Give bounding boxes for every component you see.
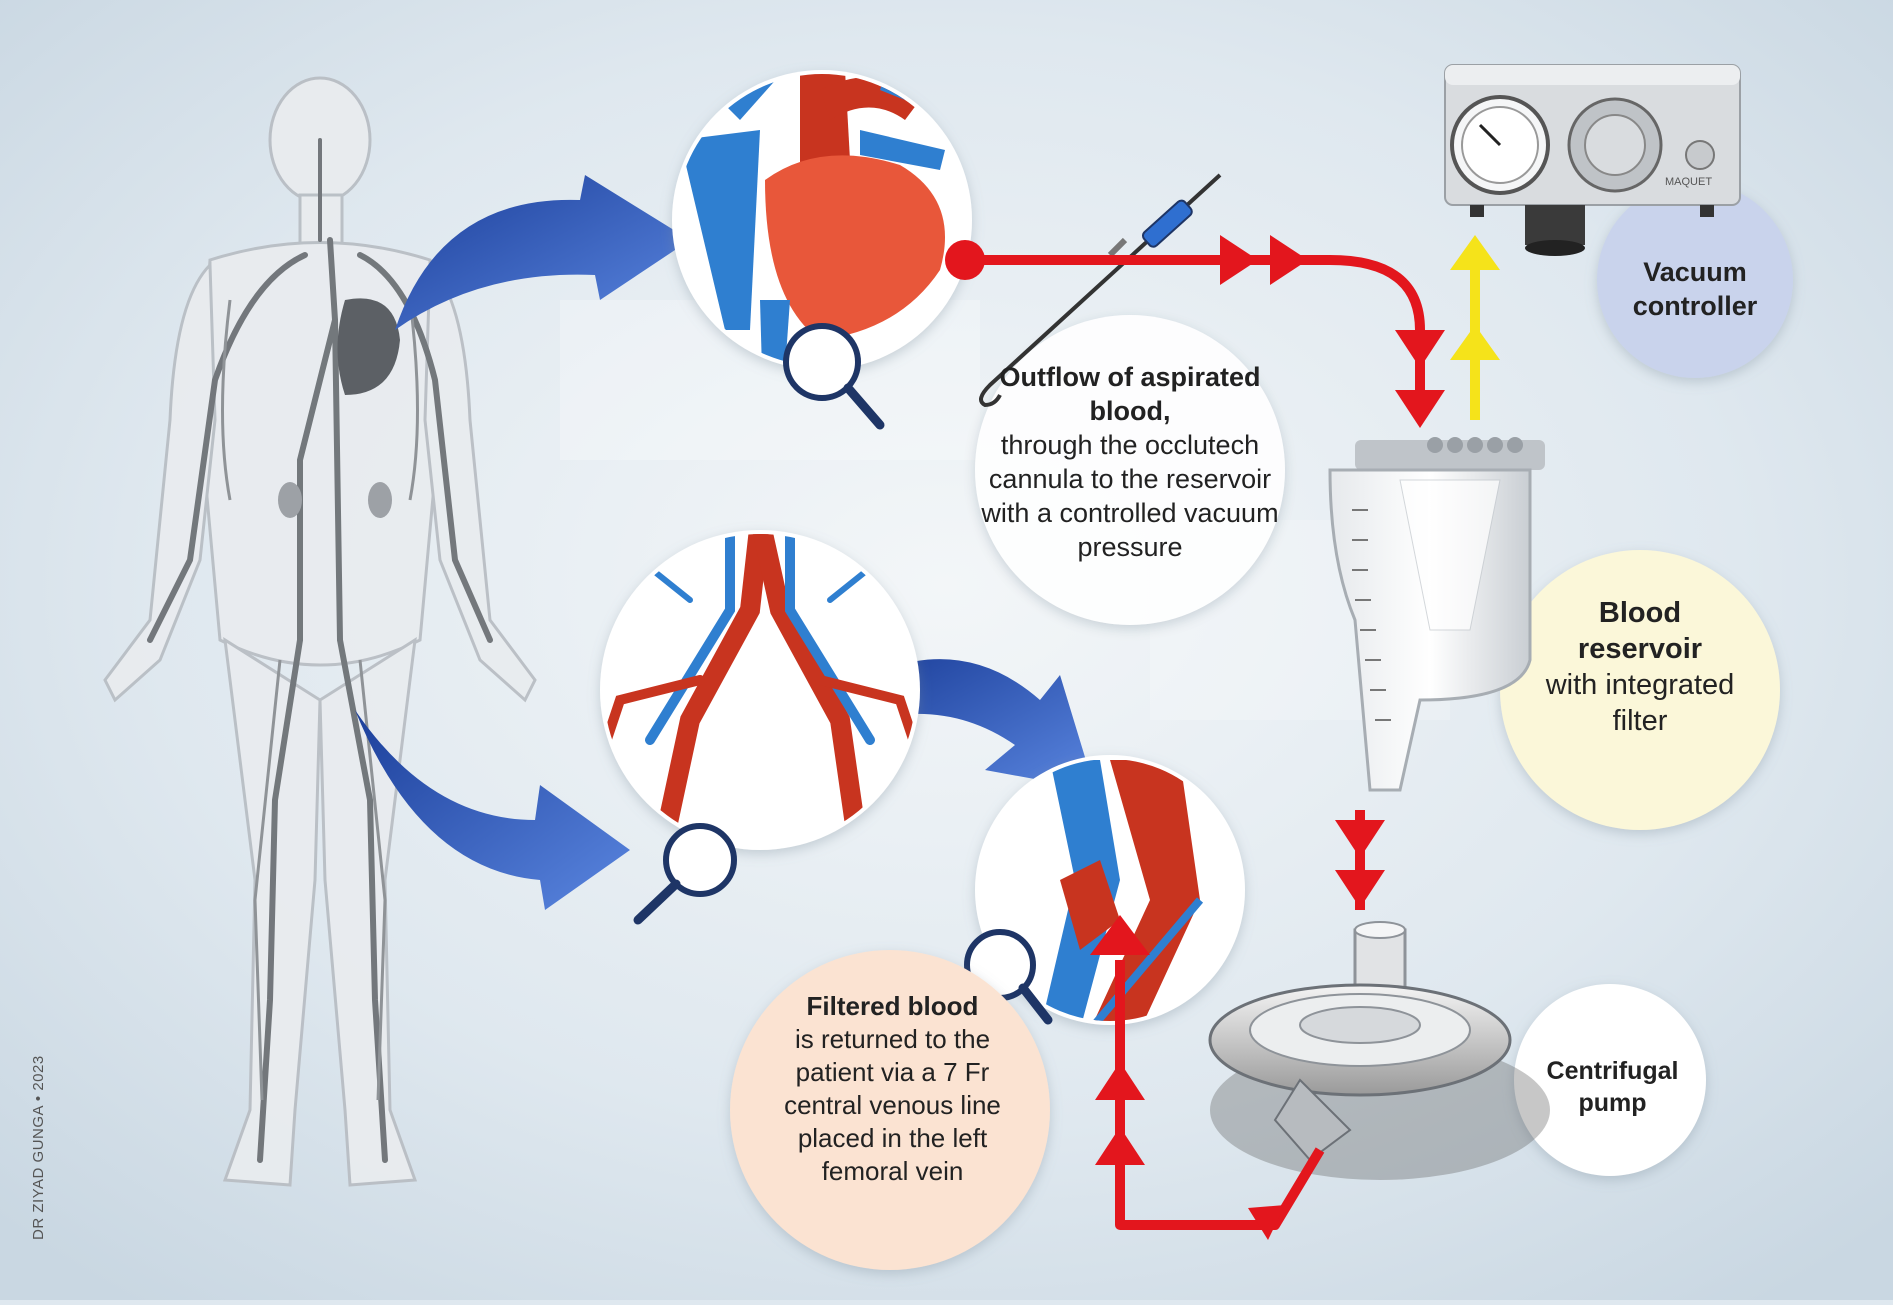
- credit: DR ZIYAD GUNGA • 2023: [30, 1055, 47, 1240]
- heart-zoom-circle: [672, 70, 972, 430]
- blood-reservoir-device: [1328, 437, 1545, 792]
- magnifier-icon: [633, 823, 737, 925]
- human-body-icon: [103, 76, 537, 1187]
- reservoir-label-bold: Blood reservoir: [1577, 597, 1703, 665]
- outflow-label: Outflow of aspirated blood, through the …: [970, 360, 1290, 564]
- outflow-bubble: [975, 315, 1285, 625]
- vacuum-line: [1450, 235, 1500, 420]
- aspiration-point: [945, 240, 985, 280]
- device-brand: MAQUET: [1665, 176, 1712, 188]
- centrifugal-pump-bubble: [1514, 984, 1706, 1176]
- filtered-blood-label-body: is returned to the patient via a 7 Fr ce…: [784, 1024, 1001, 1186]
- flow-arrow-icon: [395, 175, 690, 330]
- magnifier-icon: [783, 323, 885, 430]
- outflow-label-bold: Outflow of aspirated blood,: [999, 362, 1261, 426]
- centrifugal-pump-label: Centrifugal pump: [1546, 1057, 1679, 1117]
- outflow-label-body: through the occlutech cannula to the res…: [981, 430, 1279, 562]
- vacuum-controller-label: Vacuum controller: [1632, 257, 1758, 321]
- occlutech-cannula: [979, 173, 1222, 408]
- filtered-blood-label-bold: Filtered blood: [806, 991, 979, 1021]
- filtered-blood-bubble: [730, 950, 1050, 1270]
- flow-arrow-icon: [355, 710, 630, 910]
- vacuum-controller-bubble: [1597, 182, 1793, 378]
- reservoir-label: Blood reservoir with integrated filter: [1545, 595, 1735, 739]
- flow-arrow-icon: [1090, 235, 1445, 1240]
- pelvic-vessels-circle: [600, 530, 920, 925]
- reservoir-bubble: [1500, 550, 1780, 830]
- filtered-blood-label: Filtered blood is returned to the patien…: [770, 990, 1015, 1188]
- centrifugal-pump-device: [1208, 921, 1550, 1180]
- vacuum-controller-device: MAQUET: [1444, 64, 1741, 256]
- reservoir-label-body: with integrated filter: [1545, 669, 1735, 737]
- heart-icon: [680, 74, 945, 366]
